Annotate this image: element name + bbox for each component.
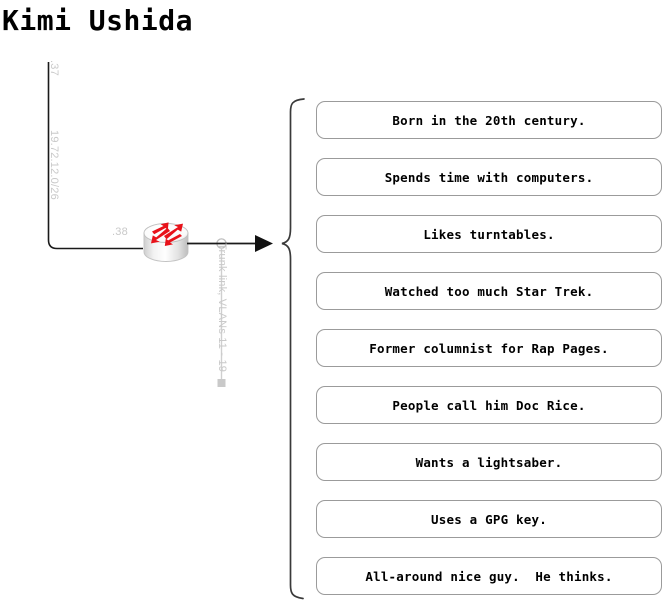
label-interface-dot37: .37 <box>48 60 60 76</box>
fact-box[interactable]: Former columnist for Rap Pages. <box>316 329 662 367</box>
label-trunk-link: Trunk link, VLANs 11 - 19 <box>216 243 228 373</box>
trunk-link-endpoint-icon <box>217 379 226 387</box>
arrowhead-icon <box>255 235 273 252</box>
fact-text: Born in the 20th century. <box>392 112 586 128</box>
fact-text: Watched too much Star Trek. <box>384 283 594 299</box>
fact-list: Born in the 20th century. Spends time wi… <box>316 101 662 595</box>
cisco-router-icon <box>143 222 189 262</box>
fact-text: All-around nice guy. He thinks. <box>365 568 613 584</box>
fact-text: Likes turntables. <box>423 226 555 242</box>
fact-text: Former columnist for Rap Pages. <box>369 340 609 356</box>
fact-text: People call him Doc Rice. <box>392 397 586 413</box>
fact-box[interactable]: Wants a lightsaber. <box>316 443 662 481</box>
fact-box[interactable]: Spends time with computers. <box>316 158 662 196</box>
page-title: Kimi Ushida <box>2 4 193 37</box>
fact-text: Uses a GPG key. <box>431 511 547 527</box>
fact-box[interactable]: Watched too much Star Trek. <box>316 272 662 310</box>
uplink-line <box>47 62 143 250</box>
label-interface-dot38: .38 <box>112 226 128 238</box>
fact-box[interactable]: People call him Doc Rice. <box>316 386 662 424</box>
label-subnet: 19.72.12.0/26 <box>48 130 60 200</box>
fact-box[interactable]: Born in the 20th century. <box>316 101 662 139</box>
fact-box[interactable]: Likes turntables. <box>316 215 662 253</box>
fact-text: Spends time with computers. <box>384 169 594 185</box>
fact-box[interactable]: Uses a GPG key. <box>316 500 662 538</box>
fact-box[interactable]: All-around nice guy. He thinks. <box>316 557 662 595</box>
facts-brace <box>281 98 305 600</box>
fact-text: Wants a lightsaber. <box>415 454 563 470</box>
